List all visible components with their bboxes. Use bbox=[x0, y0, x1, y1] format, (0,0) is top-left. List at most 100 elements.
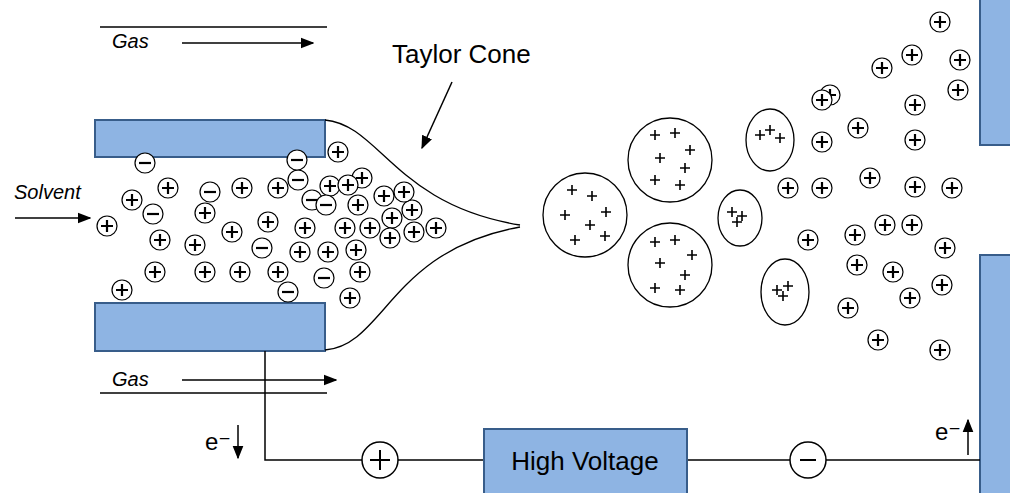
flow-label: Gas bbox=[112, 30, 149, 53]
cation bbox=[328, 142, 348, 162]
cation bbox=[338, 175, 358, 195]
charge-sign bbox=[339, 222, 351, 234]
cation bbox=[340, 288, 360, 308]
charge-sign bbox=[816, 182, 828, 194]
cation bbox=[930, 12, 950, 32]
charge-sign bbox=[189, 239, 201, 251]
charge-sign bbox=[236, 182, 248, 194]
charge-sign bbox=[876, 62, 888, 74]
cation bbox=[950, 50, 970, 70]
ion-circle bbox=[316, 195, 336, 215]
cation bbox=[847, 255, 867, 275]
cation bbox=[948, 80, 968, 100]
cation bbox=[426, 218, 446, 238]
charge-sign bbox=[816, 94, 828, 106]
charge-sign bbox=[364, 222, 376, 234]
anion bbox=[135, 153, 155, 173]
ion-circle bbox=[900, 288, 920, 308]
cation bbox=[97, 216, 117, 236]
ion-circle bbox=[847, 255, 867, 275]
ion-circle bbox=[335, 218, 355, 238]
charge-sign bbox=[324, 180, 336, 192]
charge-sign bbox=[936, 279, 948, 291]
charge-sign bbox=[139, 162, 151, 164]
charge-sign bbox=[199, 207, 211, 219]
charge-sign bbox=[909, 134, 921, 146]
ion-circle bbox=[346, 240, 366, 260]
charge-sign bbox=[430, 222, 442, 234]
charge-sign bbox=[954, 54, 966, 66]
anion bbox=[316, 195, 336, 215]
ion-circle bbox=[812, 132, 832, 152]
ion-circle bbox=[314, 268, 334, 288]
cation bbox=[195, 203, 215, 223]
positive-terminal bbox=[370, 450, 390, 470]
charge-sign bbox=[292, 179, 304, 181]
wire bbox=[688, 459, 790, 461]
solvent-arrow bbox=[15, 217, 90, 219]
charge-sign bbox=[906, 49, 918, 61]
cation bbox=[150, 230, 170, 250]
charge-sign bbox=[727, 207, 737, 217]
ion-circle bbox=[195, 262, 215, 282]
charge-sign bbox=[600, 231, 610, 241]
ion-circle bbox=[185, 235, 205, 255]
charge-sign bbox=[778, 291, 788, 301]
charge-sign bbox=[272, 182, 284, 194]
cation bbox=[845, 225, 865, 245]
charge-sign bbox=[354, 266, 366, 278]
ion-circle bbox=[287, 150, 307, 170]
ion-circle bbox=[778, 178, 798, 198]
charge-sign bbox=[670, 128, 680, 138]
charge-sign bbox=[199, 266, 211, 278]
charge-sign bbox=[755, 130, 765, 140]
ions bbox=[97, 12, 970, 360]
charge-sign bbox=[567, 185, 577, 195]
anion bbox=[314, 268, 334, 288]
anion bbox=[252, 238, 272, 258]
cation bbox=[268, 262, 288, 282]
cation bbox=[875, 215, 895, 235]
charge-sign bbox=[934, 16, 946, 28]
cation bbox=[232, 178, 252, 198]
ion-circle bbox=[860, 168, 880, 188]
charge-sign bbox=[909, 181, 921, 193]
charge-sign bbox=[851, 259, 863, 271]
ion-circle bbox=[232, 178, 252, 198]
charge-sign bbox=[306, 199, 318, 201]
charge-sign bbox=[342, 179, 354, 191]
charge-sign bbox=[680, 163, 690, 173]
gas-boundary bbox=[100, 26, 327, 28]
wire bbox=[398, 459, 483, 461]
charge-sign bbox=[398, 186, 410, 198]
cation bbox=[350, 262, 370, 282]
cation bbox=[122, 190, 142, 210]
charge-sign bbox=[849, 229, 861, 241]
ion-circle bbox=[845, 225, 865, 245]
charge-sign bbox=[262, 216, 274, 228]
droplet bbox=[628, 118, 712, 202]
ion-circle bbox=[905, 95, 925, 115]
charge-sign bbox=[765, 125, 775, 135]
cation bbox=[900, 288, 920, 308]
cation bbox=[932, 275, 952, 295]
electron-flow-arrow bbox=[967, 420, 969, 455]
charge-sign bbox=[783, 281, 793, 291]
ion-circle bbox=[150, 230, 170, 250]
ion-circle bbox=[905, 130, 925, 150]
charge-sign bbox=[101, 220, 113, 232]
cation bbox=[318, 242, 338, 262]
charge-sign bbox=[272, 266, 284, 278]
cation bbox=[230, 262, 250, 282]
ion-circle bbox=[195, 203, 215, 223]
ion-circle bbox=[426, 218, 446, 238]
charge-sign bbox=[650, 237, 660, 247]
electron-label: e⁻ bbox=[205, 428, 231, 456]
charge-sign bbox=[904, 292, 916, 304]
charge-sign bbox=[879, 219, 891, 231]
droplet bbox=[761, 259, 809, 325]
charge-sign bbox=[234, 266, 246, 278]
charge-sign bbox=[386, 212, 398, 224]
